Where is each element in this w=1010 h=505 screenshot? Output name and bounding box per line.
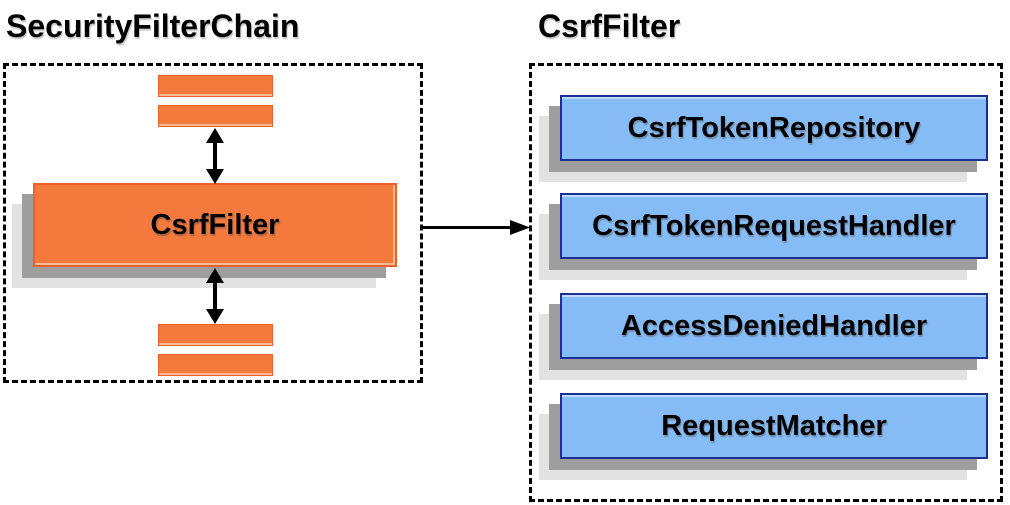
filter-placeholder-bar-bottom-1 [158, 324, 273, 346]
csrf-filter-node: CsrfFilter [33, 183, 397, 267]
left-panel-title: SecurityFilterChain [6, 8, 300, 44]
right-panel-title: CsrfFilter [538, 8, 681, 44]
component-label: CsrfTokenRepository [627, 111, 921, 144]
component-box-csrf-token-request-handler: CsrfTokenRequestHandler [560, 193, 988, 259]
component-label: AccessDeniedHandler [620, 309, 928, 342]
bidirectional-arrow-top [206, 128, 224, 184]
flow-arrow-right [422, 220, 530, 235]
component-label: RequestMatcher [661, 409, 887, 442]
component-label: CsrfTokenRequestHandler [592, 209, 956, 242]
csrf-filter-node-label: CsrfFilter [150, 208, 280, 241]
component-box-csrf-token-repository: CsrfTokenRepository [560, 95, 988, 161]
bidirectional-arrow-bottom [206, 268, 224, 324]
filter-placeholder-bar-bottom-2 [158, 354, 273, 376]
filter-placeholder-bar-top-1 [158, 75, 273, 97]
security-filter-chain-container [3, 63, 423, 383]
component-box-access-denied-handler: AccessDeniedHandler [560, 293, 988, 359]
component-box-request-matcher: RequestMatcher [560, 393, 988, 459]
csrf-filter-components-container [529, 63, 1003, 502]
filter-placeholder-bar-top-2 [158, 105, 273, 127]
